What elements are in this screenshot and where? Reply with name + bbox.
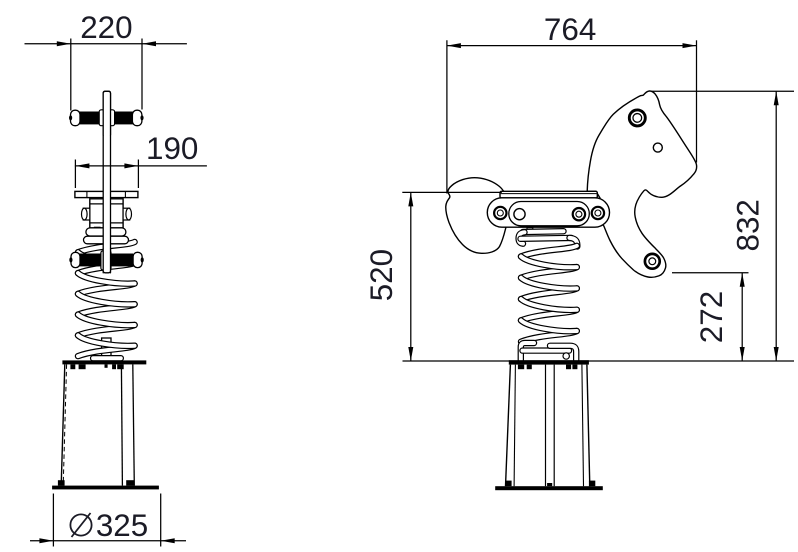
svg-text:832: 832 — [731, 199, 766, 251]
svg-text:325: 325 — [96, 508, 148, 543]
svg-text:190: 190 — [146, 131, 198, 166]
svg-text:220: 220 — [80, 10, 132, 45]
svg-text:764: 764 — [544, 12, 596, 47]
svg-text:520: 520 — [364, 249, 399, 301]
svg-text:272: 272 — [694, 291, 729, 343]
